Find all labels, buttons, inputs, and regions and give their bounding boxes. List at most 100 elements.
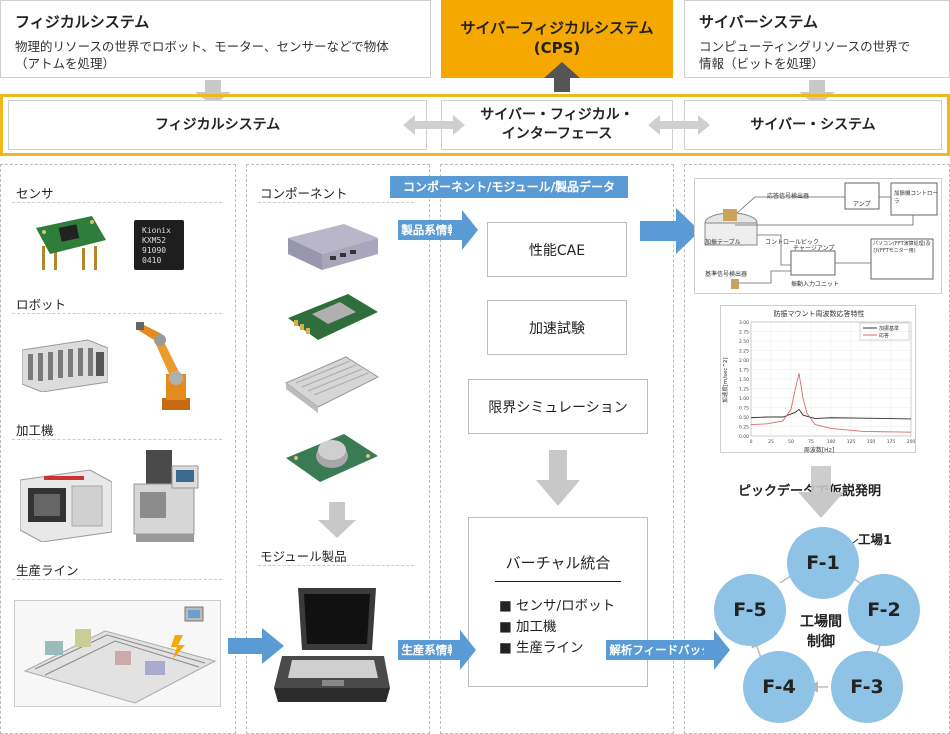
chart-ylabel: 加速度[m/sec^2] bbox=[721, 357, 729, 402]
frequency-response-svg: 防振マウント周波数応答特性 周波数[Hz] 加速度[m/sec^2] 0.000… bbox=[721, 309, 916, 454]
virtual-integration-box: バーチャル統合 ■ センサ/ロボット ■ 加工機 ■ 生産ライン bbox=[468, 517, 648, 687]
component-label: コンポーネント bbox=[260, 186, 348, 201]
virtual-title-underline bbox=[495, 581, 621, 582]
factory-node-f5: F-5 bbox=[714, 574, 786, 646]
product-info-label: 製品系情報 bbox=[398, 220, 462, 240]
chart-legend-label-1: 加振基準 bbox=[879, 325, 899, 332]
robot-divider bbox=[12, 313, 222, 314]
virtual-item-machine: ■ 加工機 bbox=[499, 619, 557, 635]
cyber-system-title: サイバーシステム bbox=[699, 13, 818, 31]
label-control-pick: コントロールピック bbox=[765, 239, 820, 246]
label-pc-fft: パソコン(FFT演算処理)及び(FFTモニター用) bbox=[873, 241, 931, 254]
vibration-test-drawing bbox=[704, 182, 938, 289]
chip-code: 91090 bbox=[142, 246, 167, 255]
physical-desc-line2: （アトムを処理） bbox=[15, 56, 116, 71]
production-line-divider bbox=[12, 579, 222, 580]
cps-title-line2: (CPS) bbox=[533, 39, 581, 57]
band-physical-system: フィジカルシステム bbox=[8, 100, 427, 150]
vibration-test-diagram: 応答信号検出器 アンプ 加振機コントローラ 加振テーブル コントロールピック チ… bbox=[694, 178, 942, 294]
component-to-module-arrow bbox=[318, 502, 356, 538]
production-info-label: 生産系情報 bbox=[398, 640, 462, 660]
cps-title-box: サイバーフィジカルシステム (CPS) bbox=[441, 0, 673, 78]
center-line1: 工場間 bbox=[800, 614, 842, 630]
production-info-arrow bbox=[452, 630, 476, 670]
chart-y-tick-label: 3.00 bbox=[739, 320, 749, 326]
physical-system-desc: 物理的リソースの世界でロボット、モーター、センサーなどで物体 （アトムを処理） bbox=[15, 38, 416, 72]
physical-system-title: フィジカルシステム bbox=[15, 13, 150, 31]
label-reference-detector: 基準信号検出器 bbox=[705, 271, 748, 278]
center-line2: 制御 bbox=[807, 634, 835, 650]
machine-label: 加工機 bbox=[16, 423, 54, 438]
module-product-label: モジュール製品 bbox=[260, 549, 347, 564]
analysis-feedback-arrow bbox=[704, 630, 730, 670]
inter-factory-control-label: 工場間 制御 bbox=[794, 612, 848, 652]
label-charge-amp: チャージアンプ bbox=[793, 245, 835, 252]
factory-node-f1: F-1 bbox=[787, 527, 859, 599]
interface-line1: サイバー・フィジカル・ bbox=[480, 107, 634, 123]
chart-y-tick-label: 2.25 bbox=[739, 348, 749, 354]
virtual-item-sensor-robot: ■ センサ/ロボット bbox=[499, 598, 616, 614]
chart-y-tick-label: 0.00 bbox=[739, 434, 749, 440]
chart-y-tick-label: 1.50 bbox=[739, 377, 749, 383]
virtual-item-line: ■ 生産ライン bbox=[499, 640, 584, 656]
accelerated-test-box: 加速試験 bbox=[487, 300, 627, 355]
physical-desc-line1: 物理的リソースの世界でロボット、モーター、センサーなどで物体 bbox=[15, 39, 389, 54]
sensor-divider bbox=[12, 202, 222, 203]
label-vibration-input: 振動入力ユニット bbox=[791, 281, 840, 288]
chart-legend-label-2: 応答 bbox=[879, 332, 889, 339]
chart-x-tick-label: 75 bbox=[808, 439, 814, 445]
joystick-board-image bbox=[286, 434, 378, 482]
label-shaker-table: 加振テーブル bbox=[705, 239, 741, 246]
analysis-feedback-label: 解析フィードバック bbox=[606, 640, 716, 660]
chart-y-tick-label: 0.25 bbox=[739, 424, 749, 430]
data-bar: コンポーネント/モジュール/製品データ bbox=[390, 176, 628, 198]
circuit-module-image bbox=[288, 294, 378, 340]
limit-simulation-box: 限界シミュレーション bbox=[468, 379, 648, 434]
factory-node-f2: F-2 bbox=[848, 574, 920, 646]
chart-x-tick-label: 100 bbox=[827, 439, 836, 445]
cps-title-line1: サイバーフィジカルシステム bbox=[460, 19, 654, 37]
chart-x-tick-label: 200 bbox=[907, 439, 916, 445]
chart-legend-box bbox=[859, 322, 910, 341]
chart-series-line-1 bbox=[750, 408, 912, 420]
production-line-image bbox=[14, 600, 221, 707]
sensor-board-image bbox=[36, 216, 106, 270]
component-divider bbox=[258, 202, 414, 203]
chart-series-line-2 bbox=[750, 373, 912, 433]
keyboard-image bbox=[285, 356, 380, 413]
simulation-to-virtual-arrow bbox=[536, 450, 580, 506]
chart-x-tick-label: 125 bbox=[847, 439, 856, 445]
chart-y-tick-label: 0.75 bbox=[739, 405, 749, 411]
chart-y-tick-label: 2.00 bbox=[739, 358, 749, 364]
cyber-desc-line1: コンピューティングリソースの世界で bbox=[699, 39, 911, 54]
cyber-desc-line2: 情報（ビットを処理） bbox=[699, 56, 825, 71]
sensor-chip-image: Kionix KXM52 91090 0410 bbox=[134, 220, 184, 270]
interface-line2: インターフェース bbox=[501, 126, 613, 142]
rack-console-image bbox=[274, 588, 390, 702]
product-info-arrow bbox=[452, 210, 478, 250]
factory-node-f3: F-3 bbox=[831, 651, 903, 723]
band-cyber-system: サイバー・システム bbox=[684, 100, 942, 150]
lathe-machine-image bbox=[20, 469, 112, 542]
machine-divider bbox=[12, 439, 222, 440]
band-right-double-arrow bbox=[648, 115, 710, 135]
chart-x-tick-label: 0 bbox=[750, 439, 753, 445]
chart-x-tick-label: 25 bbox=[768, 439, 774, 445]
chip-brand: Kionix bbox=[142, 226, 171, 235]
robot-label: ロボット bbox=[16, 297, 67, 312]
chart-title: 防振マウント周波数応答特性 bbox=[774, 309, 865, 318]
line-to-module-arrow bbox=[228, 628, 284, 664]
band-left-double-arrow bbox=[403, 115, 465, 135]
chart-y-tick-label: 0.50 bbox=[739, 415, 749, 421]
cps-integration-band bbox=[0, 94, 950, 156]
chart-y-tick-label: 1.25 bbox=[739, 386, 749, 392]
chart-y-tick-label: 2.75 bbox=[739, 329, 749, 335]
module-divider bbox=[258, 565, 414, 566]
chart-y-tick-label: 2.50 bbox=[739, 339, 749, 345]
label-response-detector: 応答信号検出器 bbox=[767, 193, 810, 200]
virtual-item-list: ■ センサ/ロボット ■ 加工機 ■ 生産ライン bbox=[499, 596, 647, 659]
cyber-system-panel: サイバーシステム コンピューティングリソースの世界で 情報（ビットを処理） bbox=[684, 0, 950, 78]
chart-y-tick-label: 1.75 bbox=[739, 367, 749, 373]
cyber-system-desc: コンピューティングリソースの世界で 情報（ビットを処理） bbox=[699, 38, 935, 72]
